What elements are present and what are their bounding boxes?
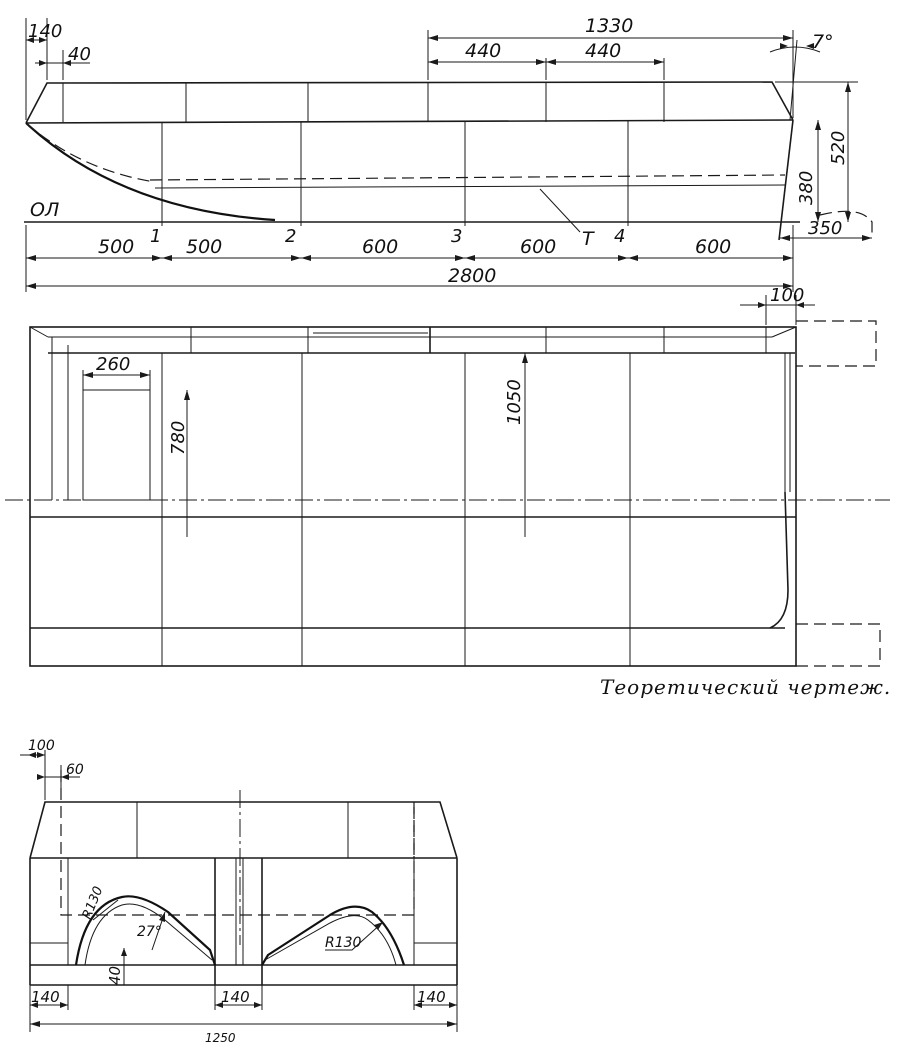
waterline-dashed — [149, 174, 786, 181]
side-deck-outline — [25, 81, 794, 124]
dim-60: 60 — [66, 762, 84, 778]
dim-r130-left: R130 — [80, 884, 107, 921]
dim-1250: 1250 — [205, 1031, 236, 1045]
dim-440-a: 440 — [465, 40, 501, 62]
dim-2800: 2800 — [448, 265, 496, 287]
dim-600-c: 600 — [695, 236, 731, 258]
transom-line — [778, 119, 794, 241]
dim-380: 380 — [796, 171, 817, 205]
dim-140: 140 — [28, 21, 62, 42]
keel-curve — [25, 122, 276, 222]
dim-260: 260 — [96, 354, 130, 375]
dim-1050: 1050 — [504, 379, 525, 425]
outboard-box-top — [796, 320, 877, 367]
outboard-dashed — [819, 210, 873, 235]
dim-7deg: 7° — [812, 31, 834, 53]
dim-140-right: 140 — [417, 988, 446, 1006]
dim-500-b: 500 — [186, 236, 222, 258]
dim-500-a: 500 — [98, 236, 134, 258]
dim-600-a: 600 — [362, 236, 398, 258]
side-view: 140 40 1330 440 440 7° 520 380 350 — [24, 15, 873, 292]
label-t: Т — [582, 228, 595, 250]
dim-40: 40 — [68, 44, 91, 65]
dim-140-center: 140 — [221, 988, 250, 1006]
drawing-caption: Теоретический чертеж. — [600, 675, 891, 699]
station-label-3: 3 — [451, 226, 462, 247]
dim-r130-right: R130 — [325, 935, 362, 951]
plan-view: 100 260 780 1050 — [5, 285, 890, 667]
left-arch — [74, 895, 217, 966]
label-ol: ОЛ — [30, 199, 59, 221]
dim-520: 520 — [828, 131, 849, 165]
dim-350: 350 — [808, 218, 842, 239]
station-label-4: 4 — [614, 226, 625, 247]
dim-600-b: 600 — [520, 236, 556, 258]
dim-section-100: 100 — [28, 738, 55, 754]
dim-27deg: 27° — [137, 924, 162, 940]
outboard-box-bottom — [796, 623, 881, 667]
side-sheer-line — [25, 119, 794, 124]
plan-outline — [29, 326, 797, 667]
dim-440-b: 440 — [585, 40, 621, 62]
waterline-dashed-bow — [25, 122, 156, 183]
right-arch — [261, 905, 406, 966]
seat-box — [82, 389, 151, 501]
station-label-1: 1 — [150, 226, 161, 247]
dim-140-left: 140 — [31, 988, 60, 1006]
t-leader — [539, 188, 581, 233]
dim-1330: 1330 — [585, 15, 633, 37]
station-label-2: 2 — [285, 226, 296, 247]
dim-plan-100: 100 — [770, 285, 804, 306]
dim-section-40: 40 — [106, 966, 124, 985]
waterline-t — [154, 184, 786, 189]
dim-780: 780 — [168, 421, 189, 455]
section-view: R130 R130 27° 40 140 140 140 1250 — [20, 738, 458, 1045]
section-top-outline — [29, 801, 458, 859]
